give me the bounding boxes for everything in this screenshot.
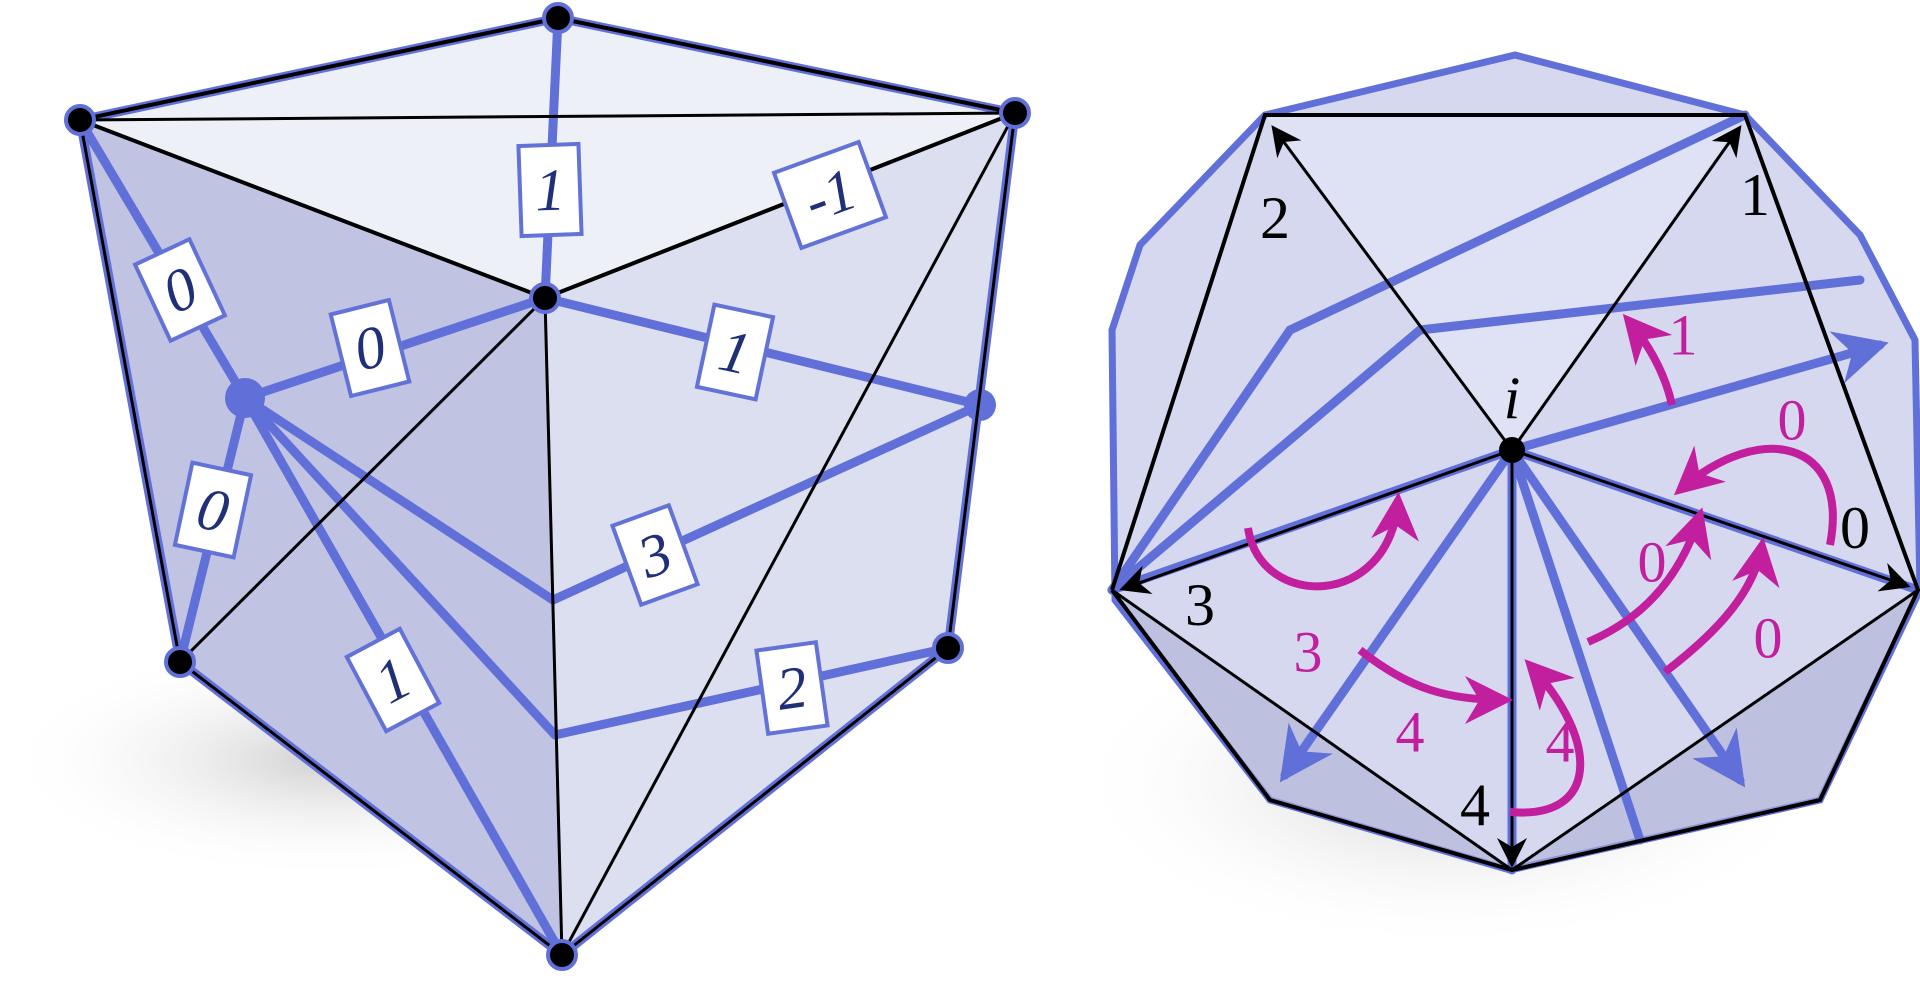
edge-label-left-bottom: 1 (344, 626, 442, 734)
cube-diagram: 1 -1 0 0 1 0 3 1 (0, 2, 1031, 971)
edge-label-right-middle: 3 (609, 502, 701, 608)
edge-label-left-upper: 0 (132, 236, 228, 344)
arrow-label-0-top: 0 (1778, 388, 1807, 453)
vertex-label-3: 3 (1185, 572, 1215, 638)
center-vertex (1499, 437, 1525, 463)
edge-label-right-upper: 1 (694, 302, 776, 402)
edge-label-top-vertical: 1 (516, 141, 584, 239)
edge-label-left-middle: 0 (328, 297, 412, 399)
vertex-label-0: 0 (1840, 495, 1870, 561)
arrow-label-4-right: 4 (1546, 710, 1575, 775)
edge-label-left-lower: 0 (172, 460, 254, 560)
polyhedron-black-edges (1110, 113, 1920, 873)
vertex-label-2: 2 (1260, 185, 1290, 251)
vertex-label-4: 4 (1460, 772, 1490, 838)
magenta-arrows (1244, 313, 1837, 817)
edge-label-top-diagonal: -1 (771, 139, 889, 251)
arrow-label-4-left: 4 (1396, 700, 1425, 765)
arrow-label-1: 1 (1669, 303, 1698, 368)
center-label: i (1504, 365, 1521, 431)
arrow-label-0-low: 0 (1754, 606, 1783, 671)
edge-label-right-bottom: 2 (754, 639, 830, 737)
polyhedron-top-face (1265, 115, 1745, 450)
cube-vertices (64, 2, 1031, 971)
polyhedron-diagram: i 2 1 0 3 4 1 0 0 0 3 4 4 (1070, 51, 1920, 950)
arrow-label-3: 3 (1294, 620, 1323, 685)
svg-text:1: 1 (534, 156, 566, 223)
vertex-label-1: 1 (1740, 162, 1770, 228)
arrow-label-0-mid: 0 (1638, 530, 1667, 595)
